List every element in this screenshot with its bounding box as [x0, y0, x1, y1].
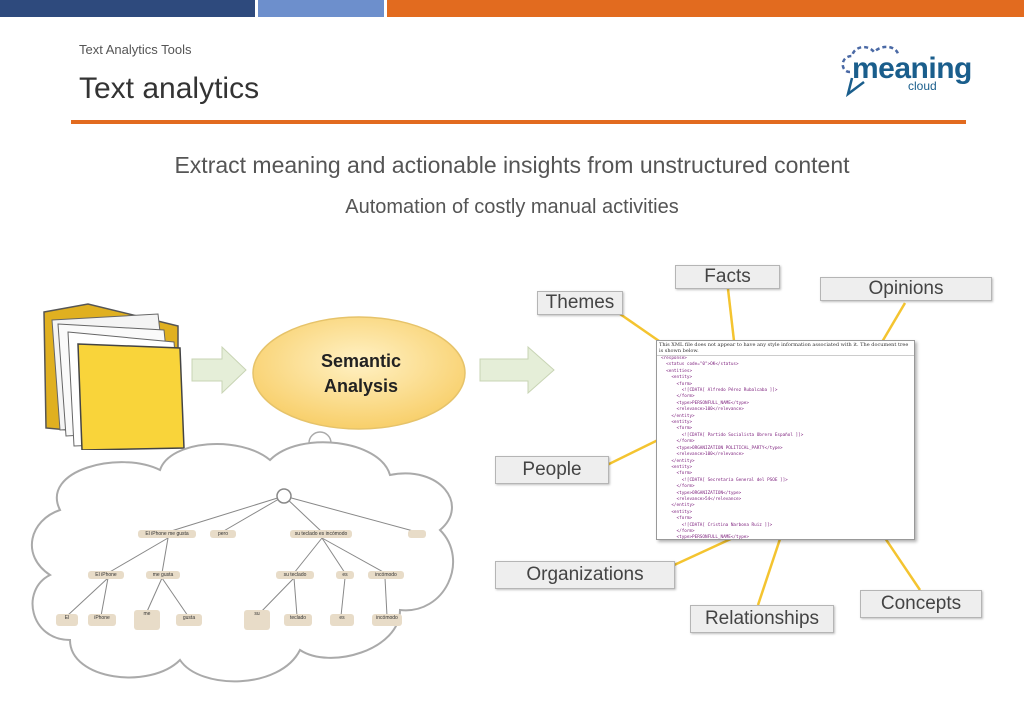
semantic-analysis-word: Semantic [320, 351, 402, 371]
xml-line: <response> [661, 356, 687, 361]
tree-node: me gusta [146, 571, 180, 579]
tree-node: incómodo [368, 571, 404, 579]
tree-node: gusta [176, 614, 202, 626]
arrow-right-icon-1 [191, 345, 247, 395]
label-themes: Themes [537, 291, 623, 315]
top-bar-orange [387, 0, 1024, 17]
tree-node: pero [210, 530, 236, 538]
xml-document: This XML file does not appear to have an… [656, 340, 915, 540]
title-divider [71, 120, 966, 124]
xml-line: </form> [661, 439, 695, 445]
xml-line: <relevance>100</relevance> [661, 407, 744, 413]
xml-line: <type>ORGANIZATION POLITICAL_PARTY</type… [661, 445, 783, 451]
xml-line: <form> [661, 426, 693, 432]
tree-node: incómodo [372, 614, 402, 626]
xml-line: <entity> [661, 375, 693, 381]
semantic-analysis-word: Analysis [323, 376, 399, 396]
tree-node: me [134, 610, 160, 630]
headline: Extract meaning and actionable insights … [174, 152, 850, 178]
tree-node: iPhone [88, 614, 116, 626]
xml-lines: <response> <status code="0">OK</status> … [657, 356, 914, 540]
xml-line: <entity> [661, 509, 693, 515]
xml-line: <form> [661, 381, 693, 387]
tree-node: su [244, 610, 270, 630]
label-organizations: Organizations [495, 561, 675, 589]
xml-line: <![CDATA[ Secretaría General del PSOE ]]… [661, 477, 788, 483]
label-people: People [495, 456, 609, 484]
xml-line: <form> [661, 471, 693, 477]
xml-line: <![CDATA[ Cristina Narbona Ruiz ]]> [661, 522, 773, 528]
page-title: Text analytics [79, 72, 260, 105]
logo-word: meaning [852, 52, 972, 85]
tree-node: su teclado es incómodo [290, 530, 352, 538]
folder-icon [43, 303, 185, 450]
xml-line: <type>PERSONFULL_NAME</type> [661, 400, 749, 406]
top-bar-blue-dark [0, 0, 255, 17]
tree-node: es [336, 571, 354, 579]
xml-line: <![CDATA[ Partido Socialista Obrero Espa… [661, 432, 804, 438]
arrow-right-icon-2 [479, 345, 555, 395]
tree-node: El iPhone [88, 571, 124, 579]
logo-cloud-outline-icon [841, 45, 900, 98]
xml-line: <type>ORGANIZATION</type> [661, 490, 742, 496]
xml-line: <relevance>100</relevance> [661, 452, 744, 458]
tree-node: teclado [284, 614, 312, 626]
xml-line: </form> [661, 528, 695, 534]
tree-node: es [330, 614, 354, 626]
xml-line: </form> [661, 394, 695, 400]
xml-document-title: This XML file does not appear to have an… [657, 341, 914, 356]
xml-line: </entity> [661, 458, 695, 464]
logo-sub: cloud [908, 79, 937, 93]
label-relationships: Relationships [690, 605, 834, 633]
label-opinions: Opinions [820, 277, 992, 301]
tree-node: El [56, 614, 78, 626]
top-bar-blue-light [258, 0, 384, 17]
xml-line: <entity> [661, 420, 693, 426]
xml-line: <status code="0">OK</status> [661, 362, 739, 368]
tree-node-empty [408, 530, 426, 538]
xml-line: </entity> [661, 413, 695, 419]
xml-line: </entity> [661, 503, 695, 509]
xml-line: <entity> [661, 464, 693, 470]
xml-line: <![CDATA[ Alfredo Pérez Rubalcaba ]]> [661, 388, 778, 394]
xml-line: <form> [661, 516, 693, 522]
section-label: Text Analytics Tools [79, 42, 192, 57]
xml-line: <type>PERSONFULL_NAME</type> [661, 535, 749, 540]
label-concepts: Concepts [860, 590, 982, 618]
label-facts: Facts [675, 265, 780, 289]
tree-node: su teclado [276, 571, 314, 579]
tree-node: El iPhone me gusta [138, 530, 196, 538]
subheadline: Automation of costly manual activities [345, 196, 679, 218]
xml-line: <relevance>54</relevance> [661, 496, 742, 502]
xml-line: <entities> [661, 368, 693, 374]
xml-line: </form> [661, 484, 695, 490]
